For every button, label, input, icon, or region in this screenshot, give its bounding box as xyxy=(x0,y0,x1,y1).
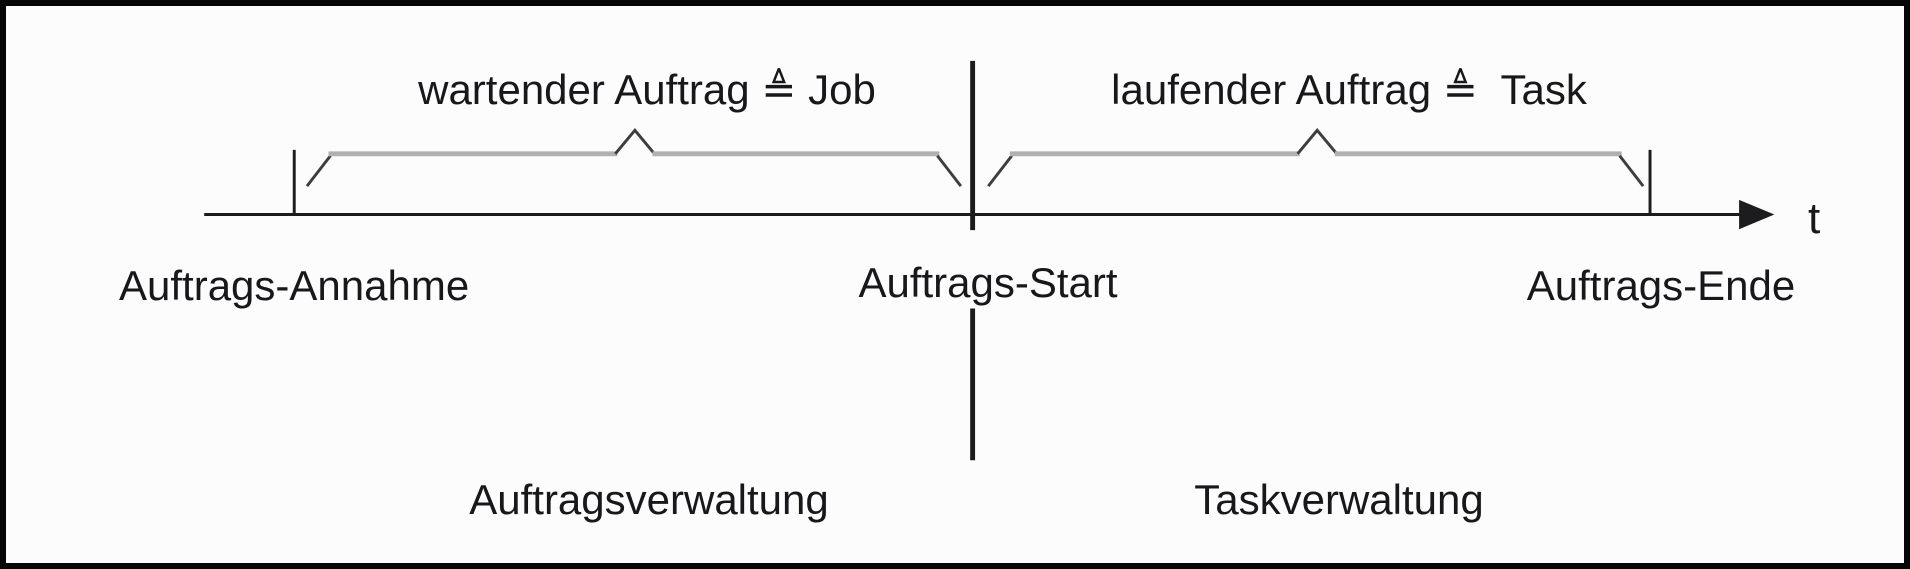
section-label-taskverwaltung: Taskverwaltung xyxy=(1194,476,1484,523)
event-label-auftrags-annahme: Auftrags-Annahme xyxy=(119,262,470,309)
time-axis-arrowhead-icon xyxy=(1739,199,1775,230)
event-label-auftrags-start: Auftrags-Start xyxy=(858,259,1118,306)
time-axis-label: t xyxy=(1808,194,1821,243)
brace-right xyxy=(987,128,1645,188)
section-label-auftragsverwaltung: Auftragsverwaltung xyxy=(469,476,829,523)
phase-label-running-task: laufender Auftrag ≜ Task xyxy=(1111,66,1587,113)
brace-left xyxy=(305,128,963,188)
event-label-auftrags-ende: Auftrags-Ende xyxy=(1526,262,1796,309)
phase-label-waiting-job: wartender Auftrag ≜ Job xyxy=(418,66,876,113)
timeline-graphics xyxy=(204,60,1775,461)
